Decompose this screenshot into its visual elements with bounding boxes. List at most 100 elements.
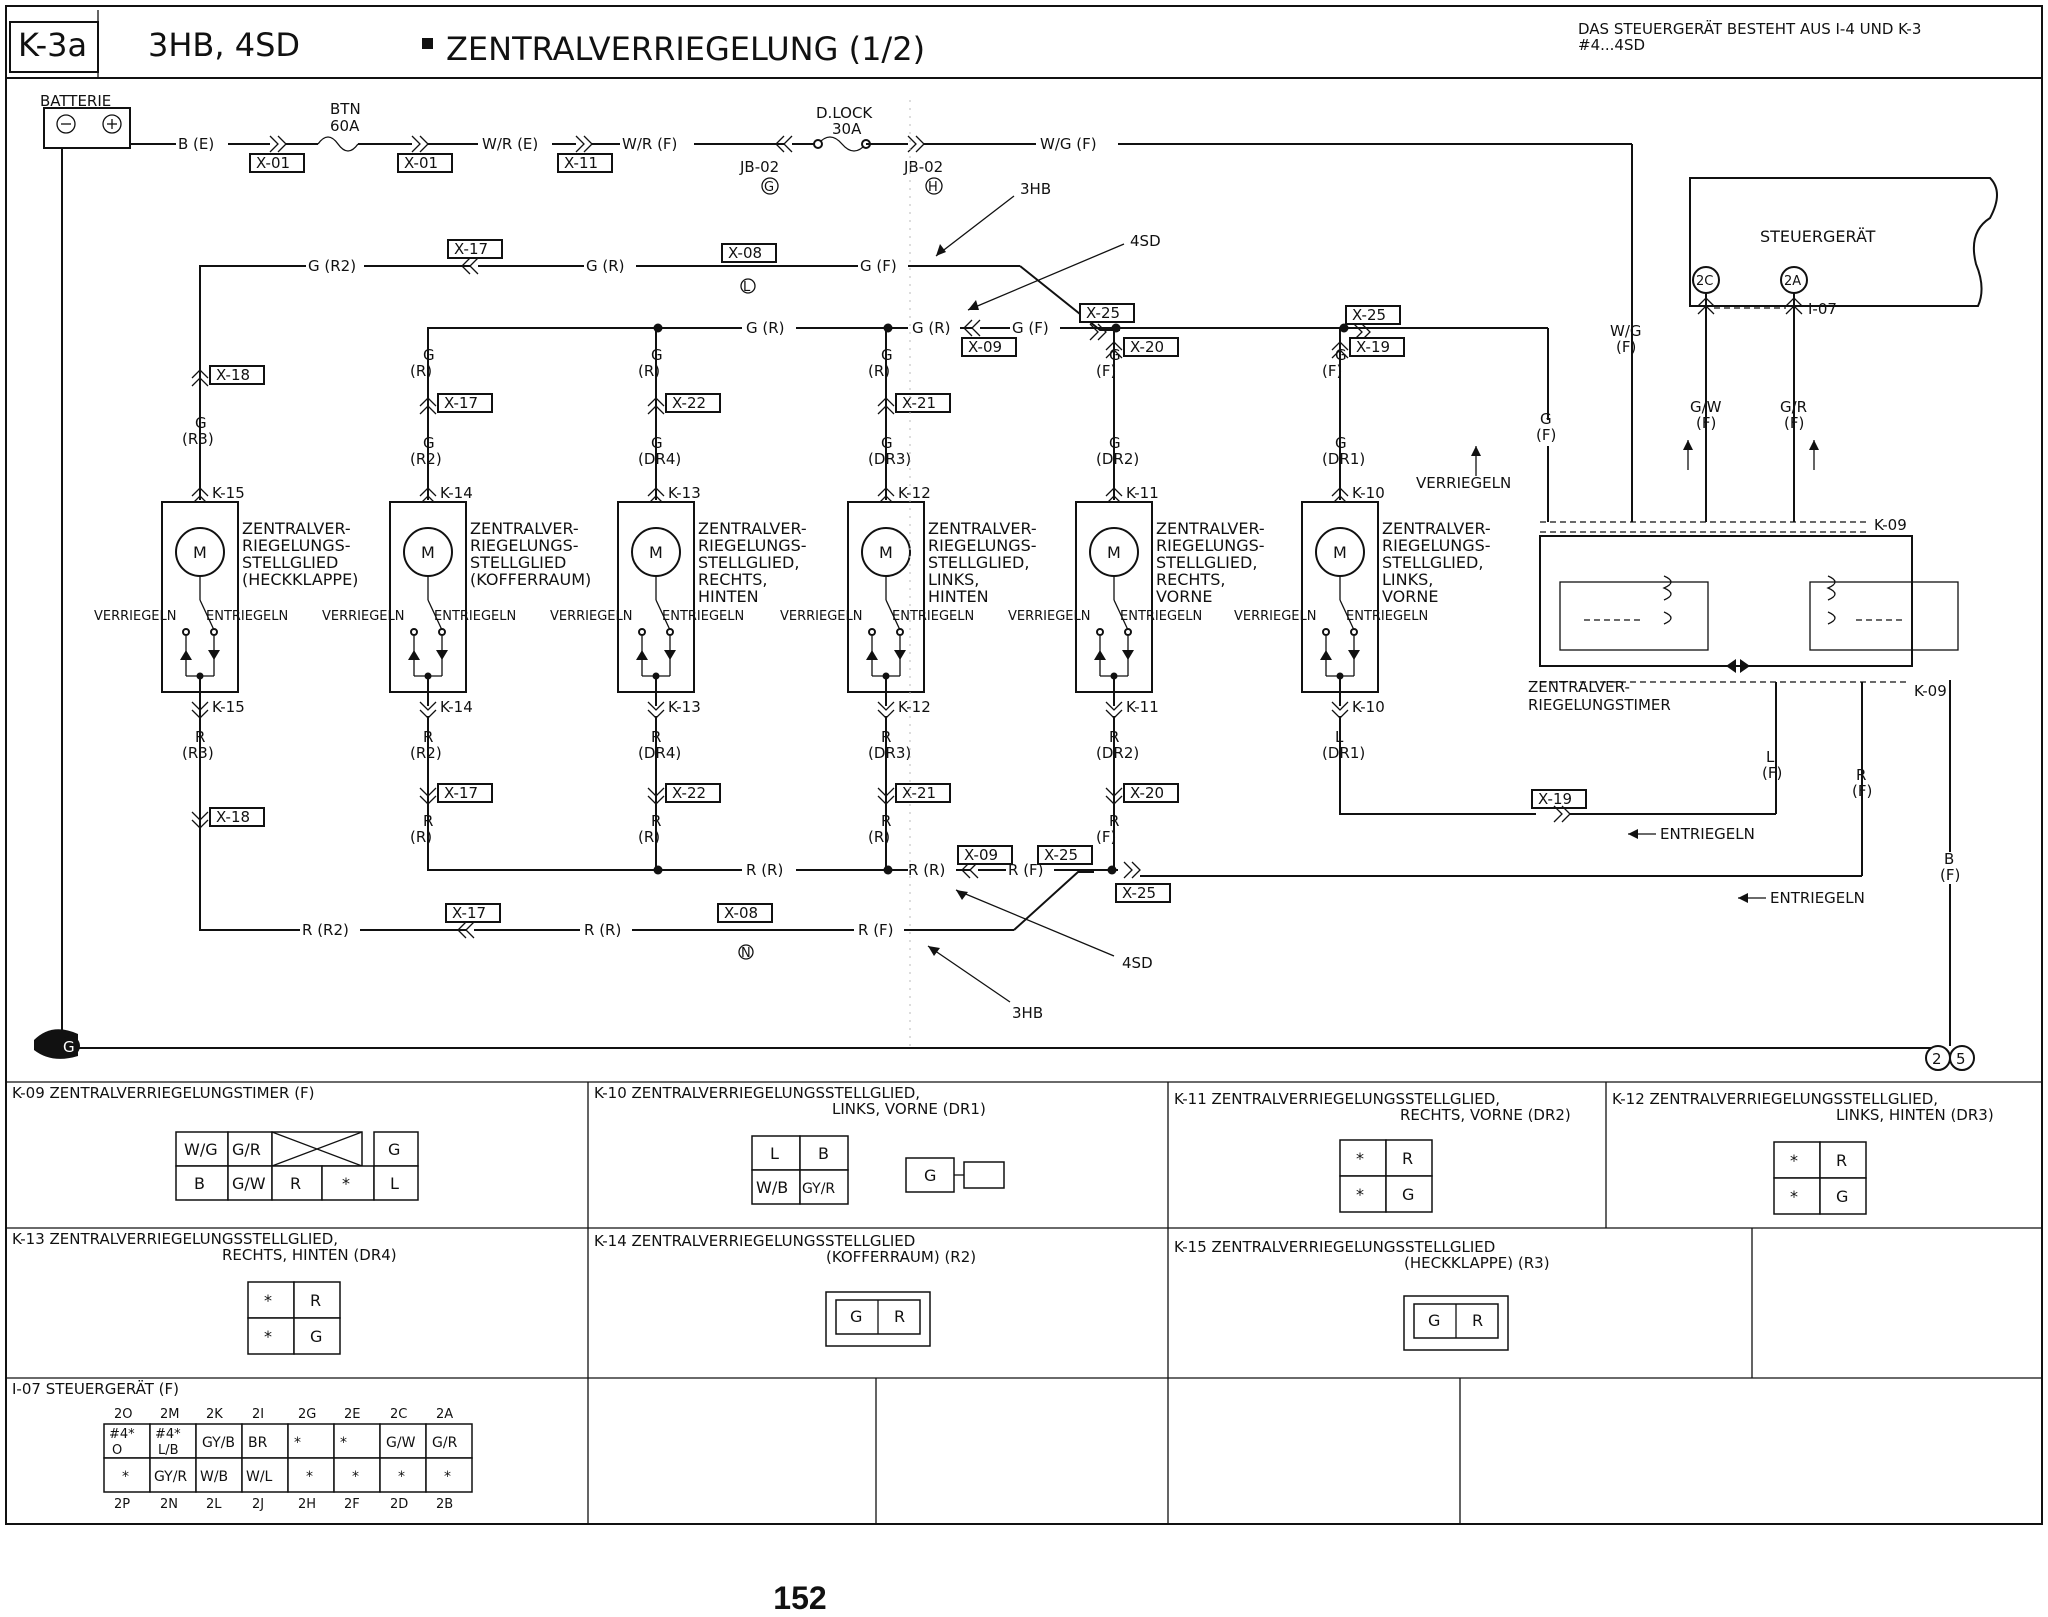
k09-top-label: K-09	[1874, 516, 1907, 534]
i07-pin-top-3: 2I	[252, 1407, 264, 1422]
svg-text:G: G	[310, 1327, 322, 1346]
header-note-1: DAS STEUERGERÄT BESTEHT AUS I-4 UND K-3	[1578, 19, 1921, 38]
svg-text:*: *	[342, 1174, 350, 1193]
k10-connector: L B W/B GY/R G	[751, 1135, 1005, 1205]
k11-connector: * R * G	[1339, 1139, 1433, 1213]
k-14-x-top: X-17	[444, 394, 478, 412]
wire-wr-e: W/R (E)	[482, 135, 538, 153]
bus-g-f-top: G (F)	[860, 257, 897, 275]
i07-pin-bottom-7: 2B	[436, 1497, 453, 1512]
x25-bottom-label-1: X-25	[1044, 846, 1078, 864]
k-13-wire-top-2: G	[651, 434, 663, 452]
bus-r-r-bottom: R (R)	[584, 921, 621, 939]
wire-label-l-f: (F)	[1762, 764, 1782, 782]
k13-title-2: RECHTS, HINTEN (DR4)	[222, 1246, 397, 1264]
k-14-desc-0: ZENTRALVER-	[470, 519, 579, 538]
svg-text:BATTERIE: BATTERIE	[40, 92, 111, 110]
k-13-label-top: K-13	[668, 484, 701, 502]
jb-right-pin: H	[928, 180, 938, 195]
k-13-x-bottom: X-22	[672, 784, 706, 802]
k-11-desc-1: RIEGELUNGS-	[1156, 536, 1265, 555]
i07-pin-bottom-5: 2F	[344, 1497, 360, 1512]
connector-x01-left-icon	[269, 135, 287, 153]
k-10-wire-top-2: G	[1335, 434, 1347, 452]
k-10-desc-3: LINKS,	[1382, 570, 1433, 589]
wire-label-l: L	[1766, 748, 1775, 766]
bus-g-r2: G (R2)	[308, 257, 356, 275]
k-13-wire-bot-2: R	[651, 812, 661, 830]
i07-r1-5: *	[340, 1435, 347, 1451]
k-10-wire-bot-1: (DR1)	[1322, 744, 1365, 762]
jb-right-label: JB-02	[903, 158, 943, 176]
ground-pin-2: 2	[1932, 1050, 1942, 1068]
k-12-wire-top-2: G	[881, 434, 893, 452]
wire-label-gr-f: (F)	[1784, 414, 1804, 432]
wire-label-b-f: (F)	[1940, 866, 1960, 884]
wire-label-gw-f: (F)	[1696, 414, 1716, 432]
i07-pin-top-1: 2M	[160, 1407, 180, 1422]
k-11-desc-0: ZENTRALVER-	[1156, 519, 1265, 538]
x25-bottom-label-2: X-25	[1122, 884, 1156, 902]
svg-text:R: R	[290, 1174, 301, 1193]
k-14-desc-3: (KOFFERRAUM)	[470, 570, 591, 589]
k-14-wire-top-1: (R)	[410, 362, 432, 380]
i07-pin-bottom-6: 2D	[390, 1497, 408, 1512]
fuse-dlock-name: D.LOCK	[816, 104, 873, 122]
k09-title: K-09 ZENTRALVERRIEGELUNGSTIMER (F)	[12, 1084, 315, 1102]
k15-title-1: K-15 ZENTRALVERRIEGELUNGSSTELLGLIED	[1174, 1238, 1495, 1256]
model-variants: 3HB, 4SD	[148, 26, 300, 64]
i07-pin-top-6: 2C	[390, 1407, 407, 1422]
wire-label-gw: G/W	[1690, 398, 1722, 416]
wire-wg-f: W/G (F)	[1040, 135, 1097, 153]
k-14-wire-top-0: G	[423, 346, 435, 364]
k-15-label-top: K-15	[212, 484, 245, 502]
wire-label-r-f: (F)	[1852, 782, 1872, 800]
control-unit: STEUERGERÄT 2C 2A I-07 G/W (F) G/R (F)	[1683, 177, 1998, 522]
k-12-label-bottom: K-12	[898, 698, 931, 716]
connector-table	[6, 1081, 2042, 1524]
k-12-wire-bot-1: (DR3)	[868, 744, 911, 762]
svg-text:B: B	[818, 1144, 829, 1163]
k-14-wire-bot-3: (R)	[410, 828, 432, 846]
svg-text:GY/R: GY/R	[802, 1181, 835, 1197]
k10-title-2: LINKS, VORNE (DR1)	[832, 1100, 986, 1118]
svg-text:*: *	[264, 1291, 272, 1310]
k-15-wire-bot-1: (R3)	[182, 744, 214, 762]
k-13-wire-top-0: G	[651, 346, 663, 364]
k-10-wire-top-0: G	[1335, 346, 1347, 364]
svg-text:*: *	[1790, 1151, 1798, 1170]
svg-text:G: G	[388, 1140, 400, 1159]
k13-connector: * R * G	[247, 1281, 341, 1355]
arrow-label-3hb-top: 3HB	[1020, 180, 1051, 198]
k-15-entriegeln: ENTRIEGELN	[206, 609, 288, 624]
k12-title-1: K-12 ZENTRALVERRIEGELUNGSSTELLGLIED,	[1612, 1090, 1938, 1108]
i07-r1-3: BR	[248, 1435, 268, 1451]
svg-text:R: R	[1472, 1311, 1483, 1330]
svg-text:*: *	[1356, 1185, 1364, 1204]
lock-timer: K-09 K-09 ZENTRALVER- RIEGELUNGSTIMER	[1528, 516, 1959, 714]
k-13-label-bottom: K-13	[668, 698, 701, 716]
k-14-desc-2: STELLGLIED	[470, 553, 566, 572]
k-12-wire-top-3: (DR3)	[868, 450, 911, 468]
k-13-wire-bot-3: (R)	[638, 828, 660, 846]
svg-text:R: R	[1402, 1149, 1413, 1168]
k-11-wire-bot-2: R	[1109, 812, 1119, 830]
i07-r1-1-b: L/B	[158, 1443, 179, 1458]
fuse-btn-icon	[317, 136, 359, 152]
x08-bottom-label: X-08	[724, 904, 758, 922]
direction-verriegeln: VERRIEGELN	[1416, 474, 1511, 492]
k-13-desc-1: RIEGELUNGS-	[698, 536, 807, 555]
k-10-wire-top-1: (F)	[1322, 362, 1342, 380]
arrow-label-4sd-top: 4SD	[1130, 232, 1161, 250]
k-14-x-bottom: X-17	[444, 784, 478, 802]
k-14-verriegeln: VERRIEGELN	[322, 609, 404, 624]
x11-label: X-11	[564, 154, 598, 172]
i07-r1-2: GY/B	[202, 1435, 235, 1451]
pin-2c: 2C	[1696, 274, 1713, 289]
i07-pin-bottom-2: 2L	[206, 1497, 222, 1512]
i07-r1-0-b: O	[112, 1443, 122, 1458]
k15-connector: G R	[1403, 1295, 1509, 1351]
